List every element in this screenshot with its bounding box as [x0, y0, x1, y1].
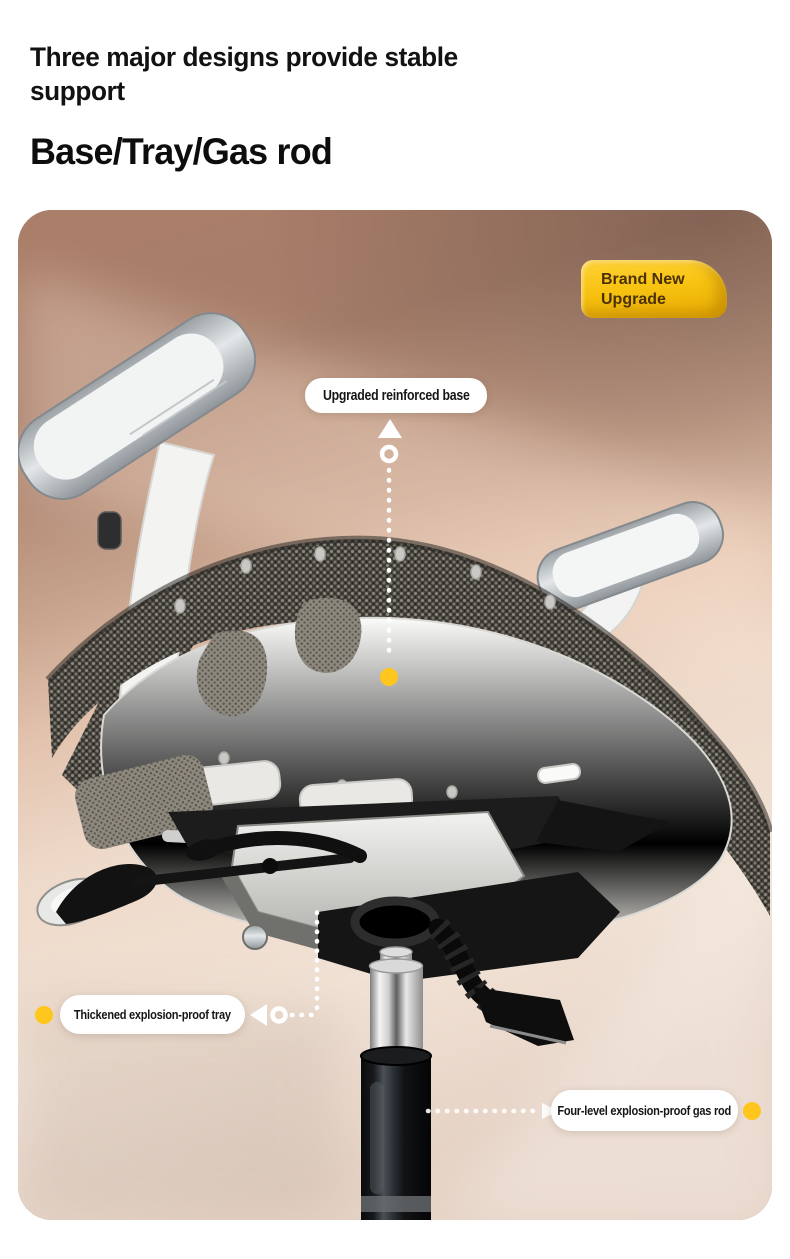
callout-gas-rod-label: Four-level explosion-proof gas rod [557, 1103, 732, 1118]
ring-icon-tray [270, 1006, 288, 1024]
gas-rod-socket [350, 896, 440, 948]
right-triangle-icon [542, 1103, 558, 1119]
callout-leaders [35, 419, 761, 1120]
gas-rod-chrome-shaft [370, 966, 423, 1060]
badge-line1: Brand New [601, 271, 685, 288]
chair-illustration [18, 210, 772, 1220]
target-dot-base [380, 668, 398, 686]
page-title: Three major designs provide stable suppo… [30, 42, 458, 107]
callout-explosion-proof-tray-label: Thickened explosion-proof tray [74, 1007, 231, 1022]
foot-blade-edge [489, 1024, 567, 1045]
adjustment-lever [36, 831, 367, 927]
badge-line2: Upgrade [601, 291, 666, 308]
callout-reinforced-base-label: Upgraded reinforced base [322, 387, 470, 404]
mesh-cutout-right [294, 597, 362, 673]
callout-explosion-proof-tray: Thickened explosion-proof tray [60, 995, 245, 1034]
gas-rod [360, 946, 432, 1220]
ring-icon-base [379, 444, 399, 464]
tilt-mechanism-tray [36, 796, 670, 1046]
cylinder-band [361, 1196, 431, 1212]
rear-foot-blade [473, 987, 574, 1046]
latch-handle [537, 763, 582, 784]
new-upgrade-badge: Brand New Upgrade [581, 260, 727, 318]
mesh-edge-shadow [45, 535, 772, 833]
target-dot-tray-label [35, 1006, 53, 1024]
bottom-left-shade [18, 1000, 338, 1220]
header: Three major designs provide stable suppo… [30, 40, 590, 171]
bracket-side [222, 866, 348, 958]
tray-right-arm [536, 800, 670, 852]
screw-holes [174, 546, 556, 799]
up-triangle-icon [378, 419, 402, 438]
left-triangle-icon [250, 1004, 267, 1026]
armrest-adjust-button [97, 511, 122, 550]
cylinder-reflection [370, 1082, 384, 1194]
pivot-knob [242, 924, 268, 950]
mesh-cutout-left [196, 630, 268, 717]
callout-gas-rod: Four-level explosion-proof gas rod [551, 1090, 738, 1131]
office-chair [18, 312, 772, 1220]
callout-reinforced-base: Upgraded reinforced base [305, 378, 487, 413]
product-photo: Brand New Upgrade Upgraded reinforced ba… [18, 210, 772, 1220]
page-subtitle: Base/Tray/Gas rod [30, 130, 333, 172]
target-dot-gas-label [743, 1102, 761, 1120]
